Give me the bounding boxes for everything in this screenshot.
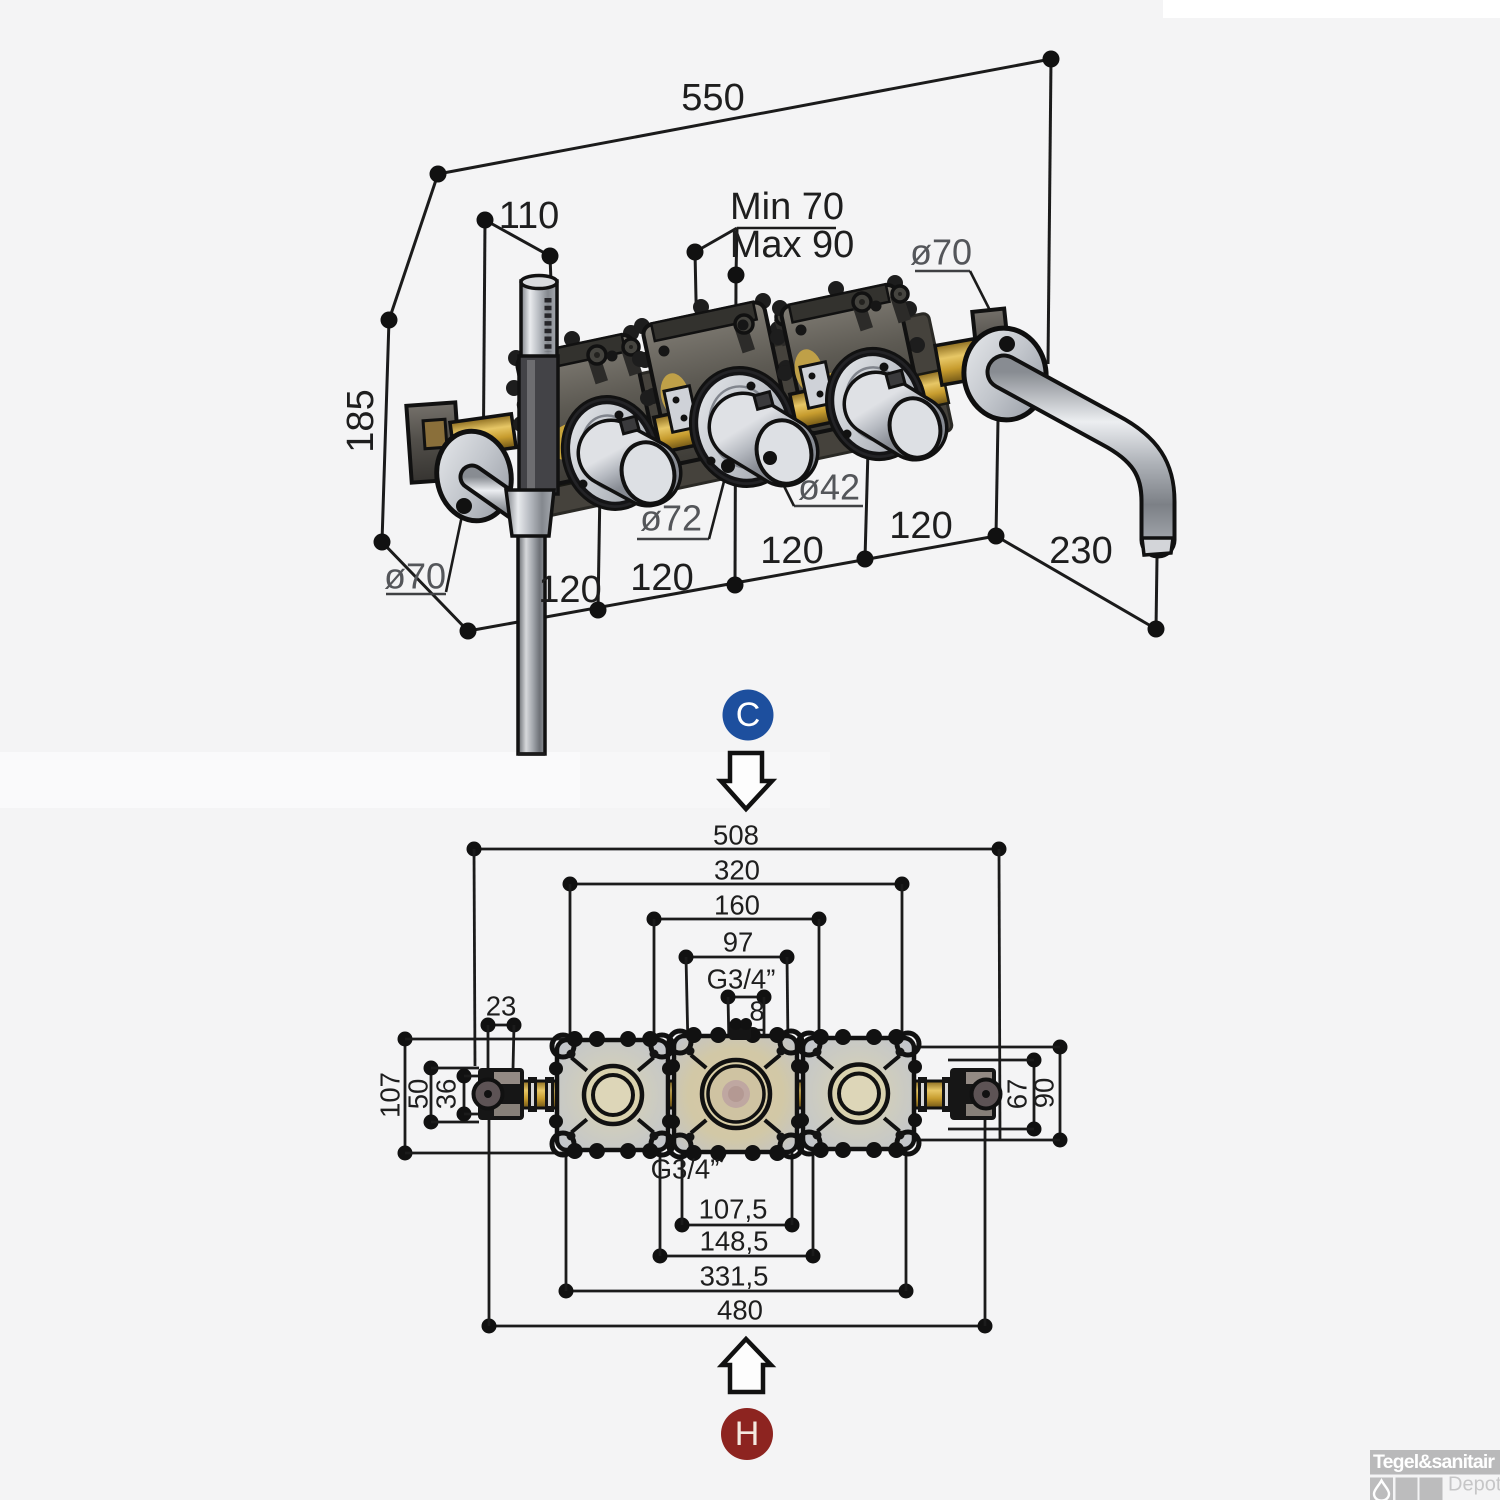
svg-text:Max 90: Max 90: [730, 224, 855, 266]
svg-text:36: 36: [430, 1079, 461, 1110]
svg-text:ø42: ø42: [798, 467, 860, 508]
svg-text:Min 70: Min 70: [730, 186, 844, 228]
svg-text:120: 120: [630, 557, 693, 599]
svg-text:230: 230: [1049, 530, 1112, 572]
svg-text:120: 120: [538, 569, 601, 611]
svg-text:331,5: 331,5: [700, 1260, 769, 1291]
svg-text:320: 320: [714, 854, 760, 885]
svg-text:120: 120: [760, 530, 823, 572]
svg-text:ø70: ø70: [384, 556, 446, 597]
svg-text:90: 90: [1028, 1078, 1059, 1109]
svg-text:67: 67: [1001, 1079, 1032, 1110]
svg-text:C: C: [736, 696, 761, 734]
svg-text:H: H: [735, 1415, 760, 1453]
svg-text:Depot: Depot: [1448, 1473, 1500, 1495]
svg-text:97: 97: [723, 926, 754, 957]
svg-text:Tegel&sanitair: Tegel&sanitair: [1373, 1451, 1495, 1473]
svg-text:107: 107: [374, 1072, 405, 1118]
svg-text:23: 23: [486, 990, 517, 1021]
svg-text:ø72: ø72: [640, 498, 702, 539]
svg-text:110: 110: [499, 195, 560, 237]
svg-text:148,5: 148,5: [700, 1225, 769, 1256]
svg-text:550: 550: [681, 77, 744, 119]
svg-text:G3/4”: G3/4”: [707, 963, 776, 994]
svg-text:185: 185: [340, 389, 382, 452]
svg-text:508: 508: [713, 819, 759, 850]
svg-text:160: 160: [714, 889, 760, 920]
svg-text:8: 8: [749, 995, 764, 1026]
svg-text:G3/4”: G3/4”: [651, 1153, 720, 1184]
svg-text:ø70: ø70: [910, 232, 972, 273]
svg-text:50: 50: [402, 1079, 433, 1110]
svg-text:107,5: 107,5: [699, 1193, 768, 1224]
svg-text:120: 120: [889, 505, 952, 547]
svg-text:480: 480: [717, 1294, 763, 1325]
